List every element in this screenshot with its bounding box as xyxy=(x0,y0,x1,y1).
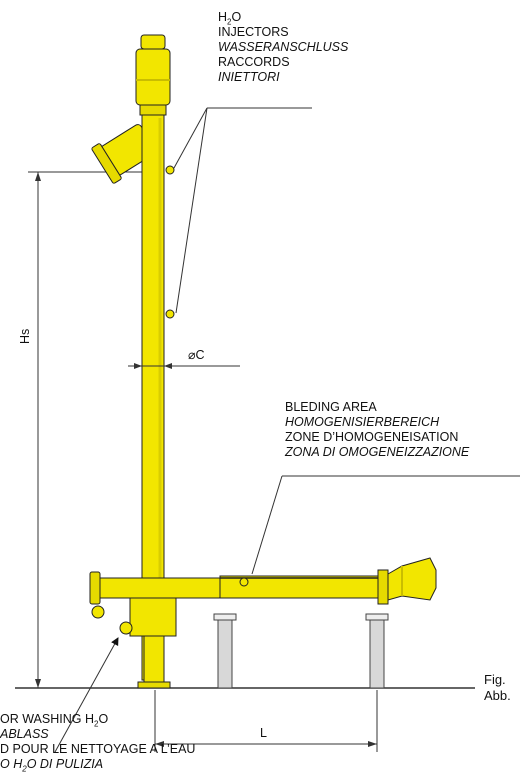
injectors-label-it: INIETTORI xyxy=(218,70,280,84)
support-left xyxy=(217,617,233,689)
left-valve xyxy=(91,605,105,619)
motor-flange xyxy=(139,104,167,116)
support-left-cap xyxy=(213,613,237,621)
injectors-label-fr: RACCORDS xyxy=(218,55,290,69)
drain-label-de: ABLASS xyxy=(0,727,49,741)
hs-arrow-bottom xyxy=(35,679,41,688)
motor-cap xyxy=(140,34,166,50)
figure-label-abb: Abb. xyxy=(484,688,511,703)
left-end-flange xyxy=(89,571,101,605)
l-dimension-label: L xyxy=(260,726,267,740)
tube-end-flange xyxy=(377,569,389,605)
motor-body xyxy=(135,48,171,106)
bleeding-label-en: BLEDING AREA xyxy=(285,400,377,414)
injectors-label-de: WASSERANSCHLUSS xyxy=(218,40,349,54)
injector-nozzle-middle xyxy=(165,309,175,319)
diameter-arrow-right xyxy=(164,363,172,369)
outlet-head xyxy=(387,557,437,601)
drain-label-fr: D POUR LE NETTOYAGE A L’EAU xyxy=(0,742,196,756)
injectors-label-en: INJECTORS xyxy=(218,25,289,39)
l-arrow-left xyxy=(155,741,164,747)
injector-leader-2 xyxy=(175,107,208,314)
diameter-c-label: ⌀C xyxy=(188,348,205,362)
hs-arrow-top xyxy=(35,172,41,181)
bleeding-leader-diagonal xyxy=(251,475,283,575)
column-foot-plate xyxy=(137,681,171,689)
figure-label-fig: Fig. xyxy=(484,672,506,687)
base-housing xyxy=(95,577,223,599)
support-right-cap xyxy=(365,613,389,621)
drain-leader xyxy=(54,637,119,753)
column-base-block xyxy=(129,597,177,637)
injector-leader-1 xyxy=(173,107,208,169)
injectors-label-h2o: H2O xyxy=(218,10,242,27)
column-foot xyxy=(143,635,165,689)
diameter-arrow-left xyxy=(134,363,142,369)
support-right xyxy=(369,617,385,689)
drain-valve xyxy=(119,621,133,635)
bleeding-label-it: ZONA DI OMOGENEIZZAZIONE xyxy=(285,445,470,459)
drain-label-it: O H2O DI PULIZIA xyxy=(0,757,104,774)
tube-port xyxy=(239,577,249,587)
injector-nozzle-top xyxy=(165,165,175,175)
bleeding-label-de: HOMOGENISIERBEREICH xyxy=(285,415,440,429)
l-arrow-right xyxy=(368,741,377,747)
hs-dimension-label: Hs xyxy=(18,328,32,344)
bleeding-label-fr: ZONE D’HOMOGENEISATION xyxy=(285,430,459,444)
drain-label-en: OR WASHING H2O xyxy=(0,712,109,729)
